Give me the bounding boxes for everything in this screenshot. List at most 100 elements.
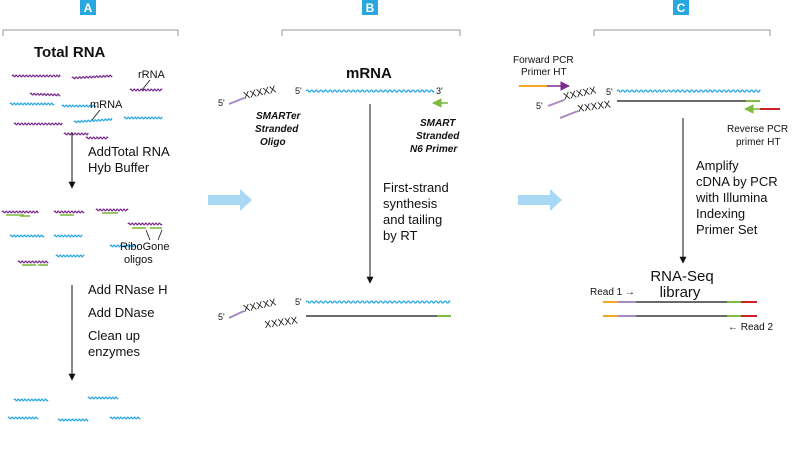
rrna-strand [95, 208, 129, 212]
read2-label: ← Read 2 [728, 322, 773, 333]
ribogone-pointer1 [145, 229, 151, 241]
mrna-strand [123, 116, 163, 120]
b-mrna-strand [305, 89, 435, 93]
c-oligo-tail [547, 99, 565, 107]
b-step-line3: and tailing [383, 212, 442, 227]
smarter-oligo-line3: Oligo [260, 137, 286, 148]
mrna-strand [9, 102, 55, 106]
hybridized-strands [1, 208, 163, 266]
panel-a-badge [80, 0, 96, 15]
panel-c-header: C [593, 0, 771, 36]
step2-line3: Clean up [88, 328, 140, 343]
panel-b-bracket [281, 29, 461, 36]
panel-c-badge [673, 0, 689, 15]
panel-a-header: A [2, 0, 179, 36]
rrna-strand [11, 74, 61, 78]
smarter-oligo-line1: SMARTer [256, 111, 302, 122]
rrna-strand [53, 210, 85, 214]
library-line1: RNA-Seq [650, 268, 713, 285]
c-step-line2: cDNA by PCR [696, 174, 778, 189]
total-rna-strands [9, 74, 163, 140]
reverse-primer-line1: Reverse PCR [727, 124, 788, 135]
mrna-strand [109, 416, 141, 420]
panel-a-bracket [2, 29, 179, 36]
step2-line2: Add DNase [88, 305, 154, 320]
b-five-prime-mrna: 5' [295, 86, 302, 96]
c-five-prime-mrna: 5' [606, 87, 613, 97]
ribogone-line1: RiboGone [120, 241, 170, 253]
rrna-strand [127, 222, 163, 226]
b-five-prime-bottom-mrna: 5' [295, 297, 302, 307]
rrna-strand [13, 122, 63, 126]
mrna-strand [109, 244, 137, 248]
c-step-line3: with Illumina [695, 190, 768, 205]
mrna-strand [616, 89, 761, 93]
forward-primer-line2: Primer HT [521, 67, 567, 78]
mrna-strand [55, 254, 85, 258]
mrna-pointer [91, 109, 101, 121]
c-xxxxx-top: XXXXX [562, 85, 597, 103]
c-step-line5: Primer Set [696, 222, 758, 237]
smarter-oligo-line2: Stranded [255, 124, 299, 135]
rrna-strand [129, 88, 163, 92]
forward-primer-line1: Forward PCR [513, 55, 574, 66]
b-bottom-xxxxx-top: XXXXX [242, 297, 277, 315]
panel-a: Total RNA rRNA mRNA AddTotal RNA Hyb Buf… [1, 44, 170, 422]
b-step-line1: First-strand [383, 180, 449, 195]
reverse-primer-line2: primer HT [736, 137, 780, 148]
n6-primer-line2: Stranded [416, 131, 460, 142]
transition-arrow-bc [518, 189, 562, 211]
mrna-strand [73, 117, 113, 124]
rrna-strand [85, 136, 109, 140]
c-bottom-oligo-tail [559, 110, 579, 119]
n6-primer-line1: SMART [420, 118, 456, 129]
panel-c-letter: C [677, 1, 686, 15]
n6-primer-line3: N6 Primer [410, 144, 458, 155]
b-five-prime-bottom-left: 5' [218, 312, 225, 322]
c-step-line1: Amplify [696, 158, 739, 173]
ribogone-line2: oligos [124, 254, 153, 266]
mrna-strand [53, 234, 83, 238]
smarter-oligo-tail [228, 97, 245, 105]
b-five-prime-left: 5' [218, 98, 225, 108]
b-three-prime: 3' [436, 86, 443, 96]
total-rna-title: Total RNA [34, 44, 106, 61]
mrna-strand [305, 300, 451, 304]
mrna-strand [57, 418, 89, 422]
rrna-strand [29, 92, 61, 97]
mrna-title: mRNA [346, 65, 392, 82]
step2-line1: Add RNase H [88, 282, 167, 297]
ribogone-pointer2 [157, 229, 163, 241]
transition-arrow-ab [208, 189, 252, 211]
c-xxxxx-cdna: XXXXX [577, 99, 612, 115]
b-xxxxx: XXXXX [242, 84, 277, 102]
panel-c-bracket [593, 29, 771, 36]
c-mrna-strand [616, 89, 761, 93]
b-bottom-xxxxx-cdna: XXXXX [264, 315, 299, 331]
b-bottom-mrna-strand [305, 300, 451, 304]
panel-b: mRNA 5' XXXXX 5' 3' SMARTer Stranded Oli… [218, 65, 460, 331]
rrna-strand [63, 132, 89, 136]
rrna-label: rRNA [138, 69, 166, 81]
step1-line1: AddTotal RNA [88, 144, 170, 159]
b-step-line4: by RT [383, 228, 417, 243]
step1-line2: Hyb Buffer [88, 160, 150, 175]
mrna-strand [7, 416, 39, 420]
c-step-line4: Indexing [696, 206, 745, 221]
c-five-prime-left: 5' [536, 101, 543, 111]
mrna-label: mRNA [90, 99, 123, 111]
panel-b-header: B [281, 0, 461, 36]
mrna-strand [61, 104, 97, 108]
step2-line4: enzymes [88, 344, 141, 359]
mrna-strand [305, 89, 435, 93]
panel-c: Forward PCR Primer HT 5' XXXXX 5' XXXXX … [513, 55, 788, 333]
library-line2: library [660, 284, 701, 301]
rrna-strand [71, 74, 113, 80]
read1-label: Read 1 → [590, 287, 635, 298]
rrna-strand [17, 260, 49, 264]
mrna-strand [87, 396, 119, 400]
mrna-strand [9, 234, 45, 238]
purified-mrna-strands [7, 396, 141, 422]
mrna-strand [13, 398, 49, 402]
